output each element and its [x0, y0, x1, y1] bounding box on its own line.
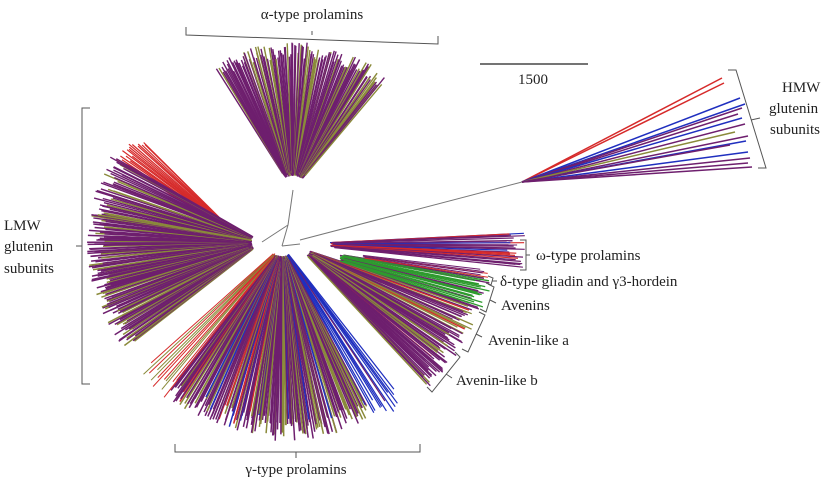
lmw-red-branch [141, 144, 230, 229]
tree-leaf-branches [87, 42, 753, 441]
hmw-leaf-branch [521, 97, 741, 183]
avenins-bracket [479, 283, 497, 313]
alpha-clade-branch [215, 68, 284, 174]
avenins-branch [343, 257, 490, 292]
avenin-a-label: Avenin-like a [488, 333, 569, 349]
hmw-leaf-branch [521, 131, 736, 183]
lmw-red-branch [143, 142, 233, 231]
tree-backbone [261, 181, 523, 247]
hmw-leaf-branch [521, 135, 749, 183]
lmw-clade-branch [115, 158, 253, 238]
omega-branch [332, 242, 511, 245]
delta-branch [364, 255, 485, 273]
omega-branch [334, 246, 516, 265]
center-branch [281, 243, 301, 247]
gamma-blue-branch [288, 259, 367, 406]
gamma-blue-branch [288, 257, 382, 408]
hmw-leaf-branch [521, 82, 725, 183]
gamma-clade-branch [161, 257, 273, 390]
gamma-clade-branch [148, 256, 271, 374]
gamma-blue-branch [287, 254, 386, 402]
avenins-branch [341, 255, 476, 282]
avenins-branch [342, 260, 475, 303]
hmw-label-line1: HMW [782, 80, 821, 96]
delta-branch [364, 257, 488, 278]
avenins-branch [340, 258, 480, 296]
lmw-label-line2: glutenin [4, 239, 54, 255]
alpha-bracket [185, 27, 439, 45]
avenin-b-branch [307, 256, 428, 385]
hmw-leaf-branch [521, 77, 723, 183]
hmw-leaf-branch [521, 113, 739, 183]
delta-branch [362, 254, 481, 270]
gamma-clade-branch [157, 253, 275, 371]
hmw-leaf-branch [521, 117, 743, 183]
avenins-branch [342, 259, 475, 298]
lmw-stem-branch [261, 224, 289, 243]
gamma-blue-branch [287, 254, 396, 408]
avenin-b-branch [309, 254, 449, 347]
hmw-leaf-branch [521, 144, 731, 183]
omega-branch [330, 245, 521, 262]
omega-branch [330, 237, 514, 244]
avenins-branch [343, 261, 470, 304]
gamma-clade-branch [163, 257, 273, 380]
hmw-bracket [728, 69, 767, 169]
avenins-branch [342, 256, 478, 286]
gamma-clade-branch [157, 254, 274, 378]
scale-bar-label: 1500 [518, 72, 548, 88]
hmw-label-line2: glutenin [769, 101, 819, 117]
delta-branch [364, 257, 481, 276]
hmw-stem-branch [299, 181, 523, 241]
center-branch [281, 224, 289, 247]
omega-bracket [520, 239, 530, 271]
gamma-clade-branch [274, 260, 283, 441]
hmw-leaf-branch [521, 151, 749, 183]
avenin-a-branch [310, 251, 462, 318]
lmw-clade-branch [110, 245, 249, 286]
delta-label: δ-type gliadin and γ3-hordein [500, 274, 678, 290]
gamma-clade-branch [150, 255, 274, 381]
hmw-leaf-branch [521, 107, 743, 183]
gamma-blue-branch [288, 259, 375, 413]
gamma-blue-branch [287, 253, 395, 390]
gamma-clade-branch [143, 256, 271, 375]
alpha-clade-branch [304, 83, 383, 177]
hmw-leaf-branch [521, 123, 746, 183]
avenins-label: Avenins [501, 298, 550, 314]
avenin-a-branch [312, 254, 450, 336]
gamma-clade-branch [172, 255, 275, 383]
gamma-blue-branch [287, 256, 374, 401]
gamma-label: γ-type prolamins [244, 462, 346, 478]
gamma-clade-branch [163, 255, 275, 398]
lmw-label-line1: LMW [4, 218, 42, 234]
alpha-clade-branch [243, 52, 289, 175]
avenin-b-bracket [426, 351, 461, 393]
alpha-clade-branch [292, 45, 297, 173]
lmw-clade-branch [107, 213, 248, 241]
gamma-bracket [174, 444, 421, 458]
lmw-clade-branch [113, 190, 249, 238]
alpha-label: α-type prolamins [261, 7, 364, 23]
hmw-label-line3: subunits [770, 122, 820, 138]
lmw-label-line3: subunits [4, 261, 54, 277]
hmw-leaf-branch [521, 166, 753, 183]
gamma-clade-branch [150, 253, 274, 364]
omega-label: ω-type prolamins [536, 248, 641, 264]
lmw-bracket [76, 107, 90, 385]
scale-bar: 1500 [480, 63, 588, 88]
gamma-clade-branch [152, 253, 276, 387]
avenin-a-bracket [461, 311, 486, 353]
avenins-branch [343, 260, 483, 304]
alpha-clade-branch [266, 58, 291, 173]
omega-branch [334, 247, 523, 268]
avenin-b-label: Avenin-like b [456, 373, 538, 389]
delta-branch [362, 256, 483, 274]
alpha-stem-branch [287, 189, 294, 226]
hmw-leaf-branch [521, 157, 751, 183]
